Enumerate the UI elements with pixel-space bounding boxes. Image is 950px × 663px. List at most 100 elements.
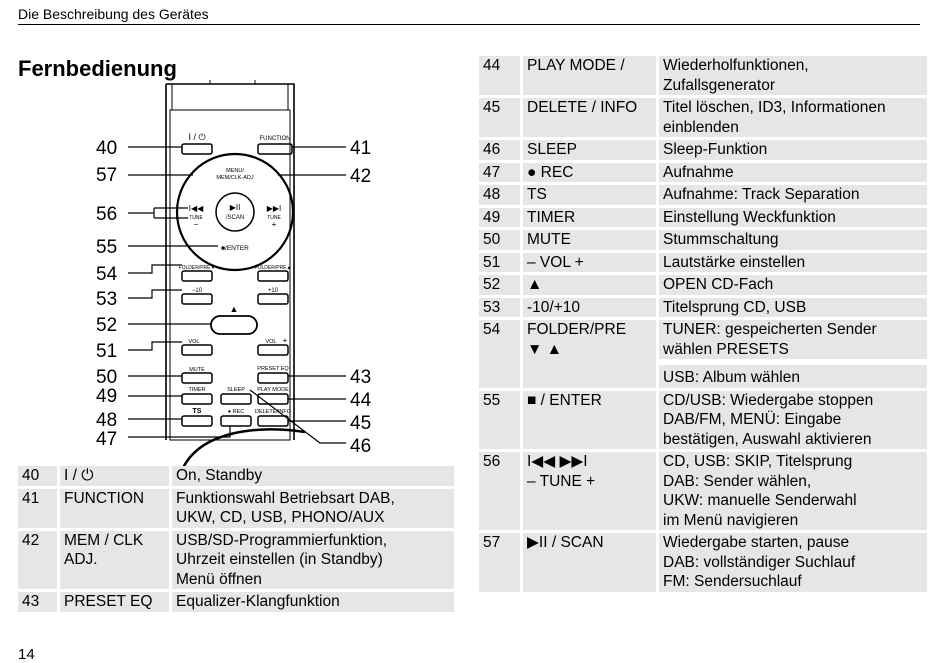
row-key: I◀◀ ▶▶I – TUNE + <box>523 452 659 530</box>
mute-button[interactable] <box>181 372 213 384</box>
row-key: TS <box>523 185 659 205</box>
table-row: 52 ▲ OPEN CD-Fach <box>479 275 927 295</box>
function-button[interactable] <box>257 143 293 155</box>
desc-line: DAB: Sender wählen, <box>663 472 812 490</box>
row-key: FOLDER/PRE ▼ ▲ <box>523 320 659 388</box>
key-line: – TUNE + <box>527 472 596 490</box>
callout-48: 48 <box>96 410 117 431</box>
desc-line: USB/SD-Programmierfunktion, <box>176 531 388 549</box>
plus10-label: +10 <box>268 288 279 294</box>
ts-button[interactable] <box>181 415 213 427</box>
desc-line: Wiederholfunktionen, <box>663 57 809 74</box>
header-rule <box>18 24 920 25</box>
desc-line: TUNER: gespeicherten Sender <box>663 321 877 338</box>
row-key: PLAY MODE / <box>523 56 659 95</box>
plus10-button[interactable] <box>257 293 289 305</box>
eject-button[interactable] <box>210 315 258 335</box>
callout-54: 54 <box>96 264 118 285</box>
function-table-right: 44 PLAY MODE / Wiederholfunktionen, Zufa… <box>479 53 927 595</box>
navigation-ring[interactable] <box>175 152 295 272</box>
table-row: 55 ■ / ENTER CD/USB: Wiedergabe stoppen … <box>479 390 927 449</box>
row-desc: CD, USB: SKIP, Titelsprung DAB: Sender w… <box>659 452 927 530</box>
row-number: 48 <box>479 185 523 205</box>
function-table-left: 40 I / ⏻ On, Standby 41 FUNCTION Funktio… <box>18 463 454 615</box>
row-desc: On, Standby <box>172 466 454 486</box>
desc-line: einblenden <box>663 118 739 136</box>
callout-44: 44 <box>350 390 372 411</box>
callout-42: 42 <box>350 166 371 187</box>
row-desc: Lautstärke einstellen <box>659 252 927 272</box>
minus10-button[interactable] <box>181 293 213 305</box>
table-row: 44 PLAY MODE / Wiederholfunktionen, Zufa… <box>479 56 927 95</box>
plus-icon: + <box>283 336 288 345</box>
desc-line: Uhrzeit einstellen (in Standby) <box>176 551 383 568</box>
mem-clk-label: MEM/CLK-ADJ <box>216 175 254 181</box>
folder-pre-up-button[interactable] <box>257 270 289 282</box>
page-number: 14 <box>18 646 35 663</box>
row-number: 45 <box>479 98 523 137</box>
desc-line: Titel löschen, ID3, Informationen <box>663 99 886 116</box>
row-desc: Stummschaltung <box>659 230 927 250</box>
folder-pre-up-label: FOLDER/PRE▲ <box>255 265 292 271</box>
row-desc: Aufnahme: Track Separation <box>659 185 927 205</box>
play-scan-button[interactable] <box>215 192 255 232</box>
plus-icon: + <box>272 220 277 229</box>
desc-line: im Menü navigieren <box>663 511 799 529</box>
desc-line: UKW: manuelle Senderwahl <box>663 492 857 509</box>
table-row: 53 -10/+10 Titelsprung CD, USB <box>479 297 927 317</box>
key-line: I◀◀ ▶▶I <box>527 453 588 470</box>
table-row: 49 TIMER Einstellung Weckfunktion <box>479 207 927 227</box>
table-row: 50 MUTE Stummschaltung <box>479 230 927 250</box>
delete-info-label: DELETE/INFO <box>255 409 292 415</box>
desc-line: Funktionswahl Betriebsart DAB, <box>176 489 395 507</box>
table-row: 41 FUNCTION Funktionswahl Betriebsart DA… <box>18 488 454 528</box>
row-number: 52 <box>479 275 523 295</box>
desc-line: DAB: vollständiger Suchlauf <box>663 553 856 571</box>
row-number: 44 <box>479 56 523 95</box>
table-row: USB: Album wählen <box>479 362 927 388</box>
sleep-button[interactable] <box>220 393 252 405</box>
folder-pre-down-button[interactable] <box>181 270 213 282</box>
minus-icon: − <box>194 220 199 229</box>
timer-label: TIMER <box>188 387 205 393</box>
row-key: ▲ <box>523 275 659 295</box>
preset-eq-button[interactable] <box>257 372 289 384</box>
row-desc: Titel löschen, ID3, Informationen einble… <box>659 98 927 137</box>
tune-left-label: TUNE <box>189 215 203 221</box>
page-header: Die Beschreibung des Gerätes <box>18 6 209 22</box>
row-key: FUNCTION <box>60 488 172 528</box>
vol-plus-button[interactable] <box>257 344 289 356</box>
callout-55: 55 <box>96 237 117 258</box>
row-key: DELETE / INFO <box>523 98 659 137</box>
desc-line: CD/USB: Wiedergabe stoppen <box>663 391 874 409</box>
callout-51: 51 <box>96 341 117 362</box>
timer-button[interactable] <box>181 393 213 405</box>
row-number: 55 <box>479 390 523 449</box>
row-desc: Wiederholfunktionen, Zufallsgenerator <box>659 56 927 95</box>
callout-41: 41 <box>350 138 371 159</box>
row-number: 46 <box>479 140 523 160</box>
section-title: Fernbedienung <box>18 56 177 81</box>
callout-50: 50 <box>96 367 117 388</box>
row-key: MEM / CLK ADJ. <box>60 530 172 589</box>
table-row: 56 I◀◀ ▶▶I – TUNE + CD, USB: SKIP, Titel… <box>479 452 927 530</box>
callout-56: 56 <box>96 204 117 225</box>
row-key: PRESET EQ <box>60 592 172 612</box>
row-desc: Equalizer-Klangfunktion <box>172 592 454 612</box>
delete-info-button[interactable] <box>257 415 289 427</box>
vol-minus-button[interactable] <box>181 344 213 356</box>
desc-line: Menü öffnen <box>176 570 262 588</box>
row-number: 50 <box>479 230 523 250</box>
callout-47: 47 <box>96 429 117 450</box>
table-row: 40 I / ⏻ On, Standby <box>18 466 454 486</box>
row-desc: Einstellung Weckfunktion <box>659 207 927 227</box>
row-desc: Titelsprung CD, USB <box>659 297 927 317</box>
callout-43: 43 <box>350 367 371 388</box>
rec-button[interactable] <box>220 415 252 427</box>
power-button[interactable] <box>181 143 213 155</box>
row-key: – VOL + <box>523 252 659 272</box>
row-key: TIMER <box>523 207 659 227</box>
desc-line: Zufallsgenerator <box>663 76 776 94</box>
desc-line: FM: Sendersuchlauf <box>663 573 802 590</box>
row-number: 57 <box>479 533 523 592</box>
